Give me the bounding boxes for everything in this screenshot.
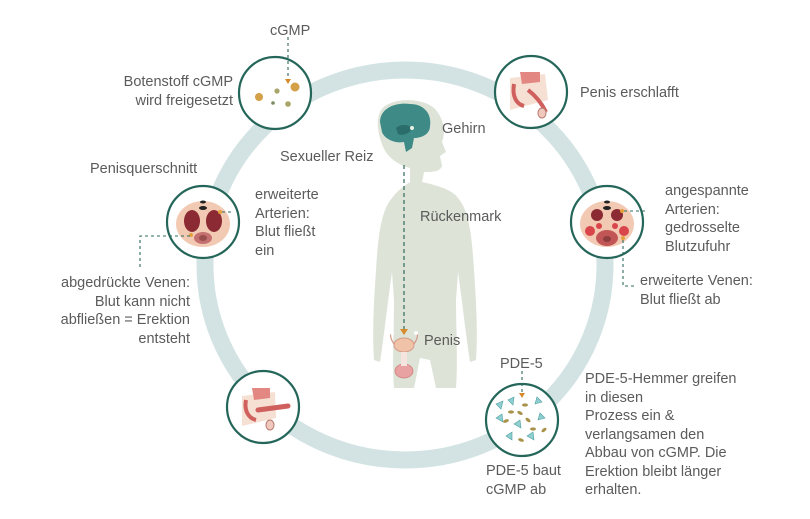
label-cgmp: cGMP: [270, 23, 311, 39]
label-penis-erschlafft: Penis erschlafft: [580, 85, 679, 101]
label-line: abfließen = Erektion: [60, 312, 190, 328]
label-line: PDE-5 baut: [486, 463, 561, 479]
label-line: PDE-5-Hemmer greifen: [585, 371, 737, 387]
label-penisquerschnitt: Penisquerschnitt: [90, 161, 198, 177]
reproductive-organs-icon: [390, 331, 418, 379]
label-line: erweiterte: [255, 187, 319, 203]
label-line: in diesen: [585, 389, 644, 406]
label-line: Blut fließt: [255, 224, 316, 240]
label-line: Arterien:: [665, 201, 720, 218]
label-erweiterte-venen: erweiterte Venen: Blut fließt ab: [640, 272, 753, 309]
human-silhouette: [373, 100, 477, 388]
label-penis: Penis: [424, 333, 461, 349]
label-line: Abbau von cGMP. Die: [585, 445, 727, 461]
node-cross-section-flaccid: [569, 184, 645, 260]
node-cross-section-erect: [165, 184, 241, 260]
dilated-veins-leader-line: [622, 240, 636, 287]
label-pde5-baut: PDE-5 baut cGMP ab: [486, 462, 561, 499]
label-sexueller-reiz: Sexueller Reiz: [280, 149, 374, 165]
arrowhead: [285, 79, 291, 84]
label-gehirn: Gehirn: [442, 121, 486, 137]
veins-leader-line: [139, 235, 190, 270]
label-line: erweiterte Venen:: [640, 273, 753, 289]
label-line: abgedrückte Venen:: [61, 275, 190, 291]
label-erweiterte-arterien: erweiterte Arterien: Blut fließt ein: [255, 186, 319, 260]
label-line: gedrosselte: [665, 220, 740, 236]
label-rueckenmark: Rückenmark: [420, 209, 502, 225]
label-line: Blut fließt ab: [640, 291, 721, 308]
label-line: angespannte: [665, 183, 749, 199]
label-pde5-hemmer: PDE-5-Hemmer greifen in diesen Prozess e…: [585, 370, 737, 500]
node-erect-penis: [225, 369, 301, 445]
label-line: Blut kann nicht: [94, 293, 190, 310]
label-botenstoff: Botenstoff cGMP wird freigesetzt: [100, 73, 233, 110]
node-flaccid-penis: [493, 54, 569, 130]
label-line: verlangsamen den: [585, 426, 705, 443]
label-line: erhalten.: [585, 482, 642, 498]
label-line: ein: [255, 242, 275, 259]
label-line: Botenstoff cGMP: [123, 74, 233, 90]
label-line: Prozess ein &: [585, 408, 675, 424]
brain-icon: [380, 103, 431, 152]
label-line: entsteht: [138, 330, 190, 347]
label-line: Arterien:: [255, 205, 310, 222]
label-line: cGMP ab: [486, 481, 547, 498]
label-line: wird freigesetzt: [135, 92, 233, 109]
label-pde5: PDE-5: [500, 356, 543, 372]
label-line: Blutzufuhr: [665, 238, 731, 255]
cycle-ring: [196, 61, 614, 469]
label-angespannte-arterien: angespannte Arterien: gedrosselte Blutzu…: [665, 182, 749, 256]
arrowhead: [400, 329, 408, 335]
label-abgedrueckte-venen: abgedrückte Venen: Blut kann nicht abfli…: [28, 274, 190, 348]
label-line: Erektion bleibt länger: [585, 463, 722, 480]
node-cgmp-release: [237, 55, 313, 131]
arrowhead: [519, 393, 525, 398]
